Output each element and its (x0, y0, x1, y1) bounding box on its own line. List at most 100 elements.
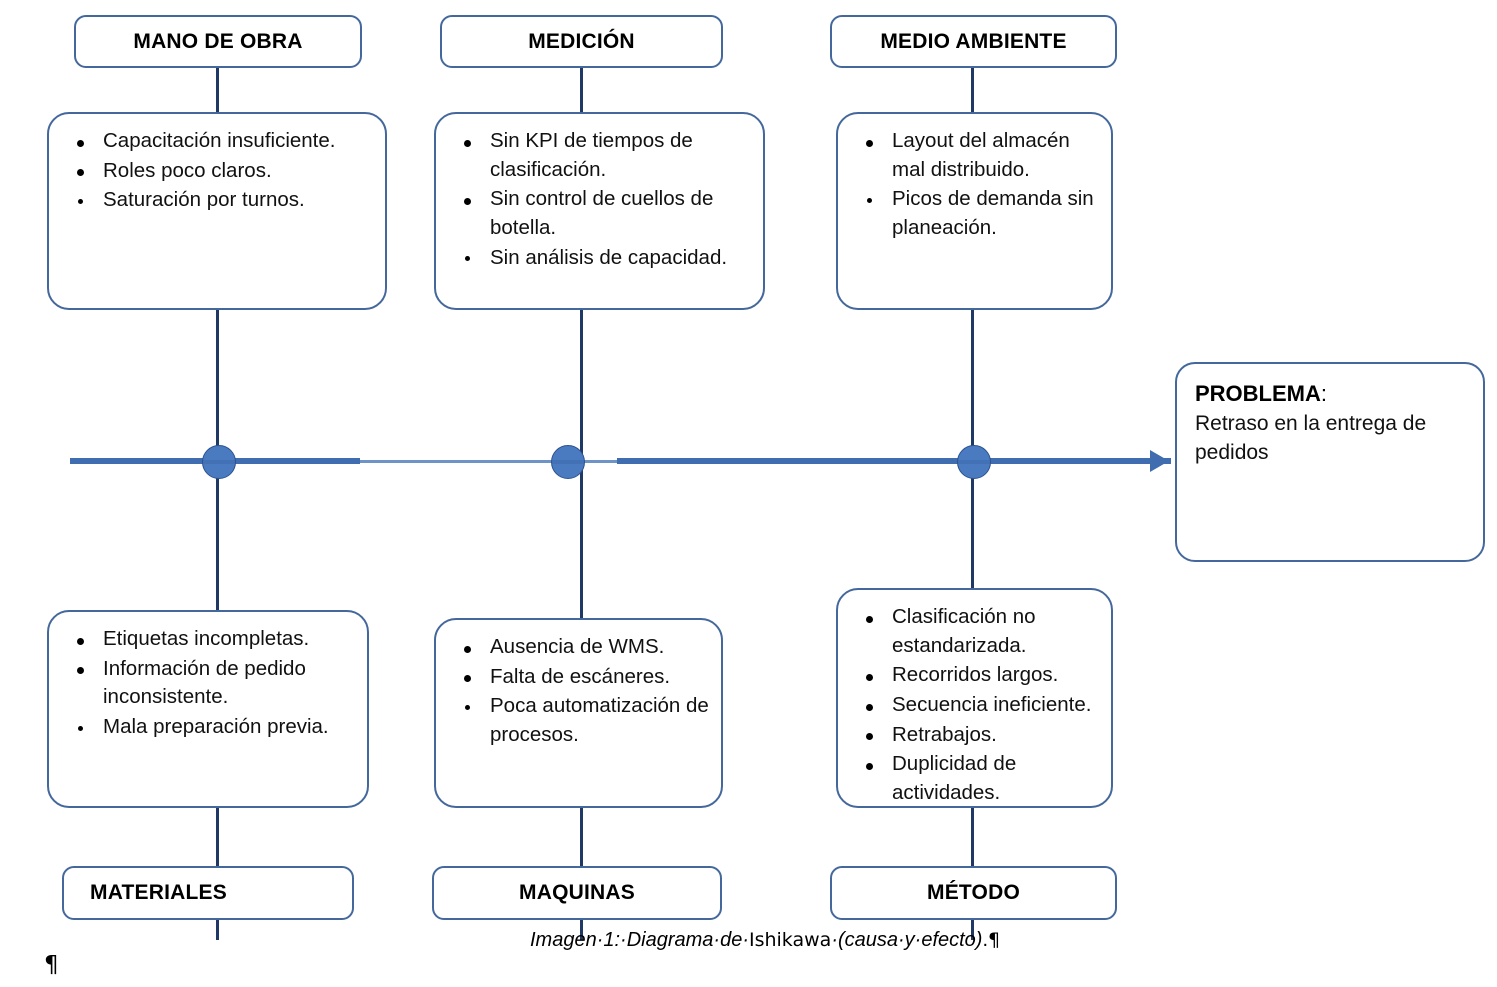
bullet-icon (866, 733, 873, 741)
cause-list: Ausencia de WMS. Falta de escáneres. Poc… (436, 620, 721, 750)
cause-item: Sin KPI de tiempos de clasificación. (450, 127, 753, 184)
cause-text: Recorridos largos. (892, 663, 1059, 687)
cause-item: Clasificación no estandarizada. (852, 603, 1101, 660)
caption-prefix: Imagen·1:·Diagrama·de· (530, 929, 749, 951)
bullet-icon (867, 198, 872, 204)
cause-list: Capacitación insuficiente. Roles poco cl… (49, 114, 385, 215)
cause-text: Retrabajos. (892, 722, 997, 746)
bullet-icon (464, 645, 471, 653)
cause-list: Clasificación no estandarizada. Recorrid… (838, 590, 1111, 808)
category-header-mano-de-obra[interactable]: MANO DE OBRA (74, 15, 362, 68)
spine-arrowhead-icon (1150, 450, 1169, 472)
problem-label: PROBLEMA (1195, 381, 1321, 406)
cause-item: Sin análisis de capacidad. (450, 244, 753, 273)
problem-title: PROBLEMA: (1195, 380, 1465, 409)
cause-box-medicion[interactable]: Sin KPI de tiempos de clasificación. Sin… (434, 112, 765, 310)
bullet-icon (464, 198, 471, 206)
cause-text: Saturación por turnos. (103, 188, 305, 212)
bullet-icon (78, 725, 83, 731)
connector-line-column-3 (971, 60, 974, 940)
cause-list: Sin KPI de tiempos de clasificación. Sin… (436, 114, 763, 272)
cause-item: Falta de escáneres. (450, 663, 711, 692)
cause-box-mano-de-obra[interactable]: Capacitación insuficiente. Roles poco cl… (47, 112, 387, 310)
cause-item: Recorridos largos. (852, 661, 1101, 690)
caption-pilcrow-icon: ¶ (988, 929, 1001, 951)
cause-text: Falta de escáneres. (490, 664, 671, 688)
bullet-icon (866, 674, 873, 682)
bullet-icon (464, 675, 471, 683)
cause-text: Secuencia ineficiente. (892, 693, 1092, 717)
category-header-materiales[interactable]: MATERIALES (62, 866, 354, 920)
cause-text: Duplicidad de actividades. (892, 752, 1017, 805)
cause-text: Clasificación no estandarizada. (892, 605, 1036, 657)
cause-item: Roles poco claros. (63, 157, 375, 186)
cause-item: Información de pedido inconsistente. (63, 655, 357, 712)
bullet-icon (78, 199, 83, 205)
cause-list: Layout del almacén mal distribuido. Pico… (838, 114, 1111, 243)
cause-text: Etiquetas incompletas. (103, 627, 310, 650)
caption-roman-word: Ishikawa (748, 929, 832, 951)
cause-item: Etiquetas incompletas. (63, 625, 357, 654)
spine-segment-2 (617, 458, 972, 464)
cause-text: Poca automatización de procesos. (490, 694, 709, 747)
bullet-icon (866, 615, 873, 623)
cause-text: Información de pedido inconsistente. (103, 656, 306, 709)
category-header-medio-ambiente[interactable]: MEDIO AMBIENTE (830, 15, 1117, 68)
cause-item: Mala preparación previa. (63, 713, 357, 742)
bullet-icon (77, 139, 84, 147)
cause-text: Sin KPI de tiempos de clasificación. (490, 129, 693, 181)
cause-item: Retrabajos. (852, 721, 1101, 750)
category-header-metodo[interactable]: MÉTODO (830, 866, 1117, 920)
cause-box-metodo[interactable]: Clasificación no estandarizada. Recorrid… (836, 588, 1113, 808)
category-header-label: MEDICIÓN (528, 29, 635, 53)
cause-item: Ausencia de WMS. (450, 633, 711, 662)
connector-line-column-1 (216, 60, 219, 940)
bullet-icon (465, 256, 470, 262)
caption-period: . (982, 929, 989, 951)
bullet-icon (866, 763, 873, 771)
cause-box-maquinas[interactable]: Ausencia de WMS. Falta de escáneres. Poc… (434, 618, 723, 808)
cause-item: Layout del almacén mal distribuido. (852, 127, 1101, 184)
bullet-icon (866, 703, 873, 711)
cause-text: Sin análisis de capacidad. (490, 245, 728, 269)
bullet-icon (866, 139, 873, 147)
category-header-label: MANO DE OBRA (133, 29, 303, 53)
category-header-label: MEDIO AMBIENTE (880, 29, 1067, 53)
spine-node-column-3 (957, 445, 991, 479)
cause-text: Picos de demanda sin planeación. (892, 187, 1094, 240)
category-header-label: MÉTODO (927, 881, 1020, 904)
cause-text: Capacitación insuficiente. (103, 129, 336, 152)
cause-item: Duplicidad de actividades. (852, 750, 1101, 807)
caption-suffix: ·(causa·y·efecto) (831, 929, 983, 951)
cause-box-medio-ambiente[interactable]: Layout del almacén mal distribuido. Pico… (836, 112, 1113, 310)
cause-text: Ausencia de WMS. (490, 635, 665, 658)
bullet-icon (77, 169, 84, 177)
category-header-label: MAQUINAS (519, 881, 635, 904)
cause-text: Layout del almacén mal distribuido. (892, 129, 1070, 181)
category-header-maquinas[interactable]: MAQUINAS (432, 866, 722, 920)
cause-text: Mala preparación previa. (103, 715, 329, 739)
bullet-icon (465, 705, 470, 711)
spine-node-column-1 (202, 445, 236, 479)
problem-colon: : (1320, 381, 1328, 406)
cause-item: Saturación por turnos. (63, 186, 375, 215)
cause-item: Poca automatización de procesos. (450, 692, 711, 749)
cause-item: Secuencia ineficiente. (852, 691, 1101, 720)
spine-segment-3 (971, 458, 1171, 464)
cause-text: Roles poco claros. (103, 158, 272, 182)
problem-statement: Retraso en la entrega de pedidos (1195, 411, 1427, 464)
cause-list: Etiquetas incompletas. Información de pe… (49, 612, 367, 742)
connector-line-column-2 (580, 60, 583, 940)
cause-item: Capacitación insuficiente. (63, 127, 375, 156)
category-header-medicion[interactable]: MEDICIÓN (440, 15, 723, 68)
bullet-icon (464, 139, 471, 147)
figure-caption: Imagen·1:·Diagrama·de·Ishikawa·(causa·y·… (530, 929, 1000, 952)
bullet-icon (77, 637, 84, 645)
spine-node-column-2 (551, 445, 585, 479)
category-header-label: MATERIALES (90, 881, 227, 904)
problem-box[interactable]: PROBLEMA: Retraso en la entrega de pedid… (1175, 362, 1485, 562)
cause-text: Sin control de cuellos de botella. (490, 187, 714, 240)
cause-box-materiales[interactable]: Etiquetas incompletas. Información de pe… (47, 610, 369, 808)
bullet-icon (77, 667, 84, 675)
